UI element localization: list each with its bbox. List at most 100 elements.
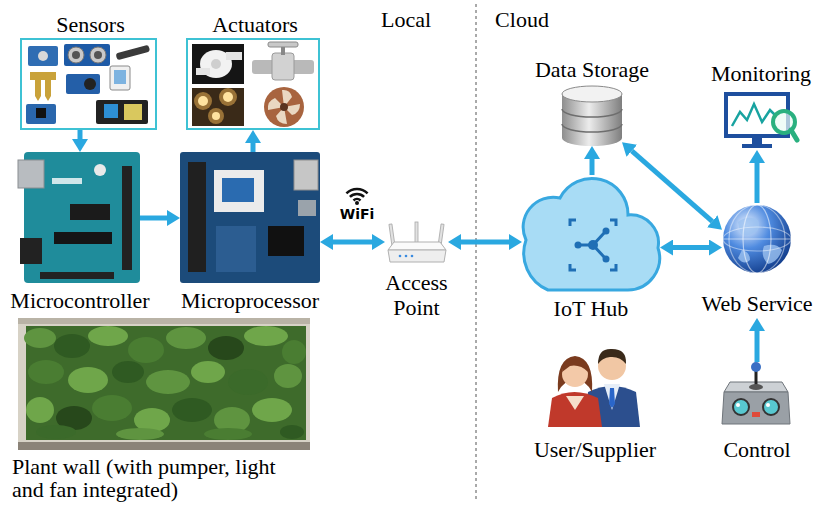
user-supplier-icon [566,396,584,410]
iot-hub-cloud [575,242,582,249]
control-panel-icon [736,403,740,407]
node-label: Data Storage [535,57,649,82]
microcontroller-board-picture [94,164,106,176]
node-label: Actuators [212,12,298,37]
monitoring-screen-icon [732,104,776,126]
plant-wall-photo [28,360,64,384]
actuator-pictures [208,108,224,124]
sensor-modules [84,78,96,90]
user-supplier: User/Supplier [545,345,645,427]
actuator-pictures [211,59,221,69]
plant-wall-photo [166,327,206,349]
microcontroller-board-picture [122,166,132,270]
sensor-modules [26,44,150,124]
flow-arrow [78,130,83,139]
node-label: Access Point [377,270,457,320]
control-panel-icon [766,403,770,407]
user-supplier-icon [562,359,588,372]
region-label: Cloud [495,7,549,32]
access-point: Access Point [385,220,448,264]
database-cylinder [562,109,622,132]
plant-wall-photo [18,318,310,450]
actuator-pictures [192,88,244,126]
sensor-box: Sensors [20,38,157,130]
region-label: Local [381,7,431,32]
actuator-pictures [280,103,288,111]
wifi-symbol [354,199,361,200]
sensor-modules [104,104,118,118]
sensor-modules [30,72,56,101]
microprocessor-board-picture [216,226,256,272]
sensor-modules [36,108,46,118]
node-label: Microcontroller [10,288,149,313]
flow-arrow [461,240,509,245]
sensor-modules [94,51,102,59]
router-picture [388,222,446,262]
plant-wall-photo [24,328,56,348]
wifi-symbol [346,189,367,205]
plant-wall-photo [191,361,225,383]
plant-wall-photo [112,361,144,383]
wifi-symbol [355,201,359,205]
user-supplier-icon [548,392,602,427]
flow-arrow [251,143,256,152]
actuator-pictures [219,88,237,106]
router-picture [388,242,446,250]
microprocessor-board-picture [214,170,264,212]
user-supplier-icon [609,388,615,408]
user-supplier-icon [558,356,592,392]
plant-wall-photo [18,318,310,324]
node-label: Microprocessor [181,288,319,313]
wifi-label: WiFi [340,206,375,223]
sensor-modules [114,70,126,84]
iot-hub-cloud [570,220,616,270]
plant-wall-photo [204,428,252,440]
plant-wall-photo [228,369,268,395]
plant-wall-photo [146,370,190,394]
plant-wall: Plant wall (with pumper, light and fan i… [18,318,310,450]
control-panel-icon [752,412,760,417]
control-panel-icon [733,399,749,415]
router-picture [415,222,418,244]
web-globe [723,238,791,239]
actuator-pictures [272,53,294,80]
sensor-modules [64,44,110,66]
actuator-box: Actuators [186,38,320,130]
iot-hub-cloud [523,178,659,290]
plant-wall-photo [282,340,306,364]
node-label: Monitoring [711,61,811,86]
node-label: User/Supplier [534,437,656,462]
web-globe [723,205,791,273]
wifi-symbol [350,194,364,197]
control-panel-icon [751,362,761,372]
microcontroller-board: Microcontroller [20,152,140,284]
microprocessor-board-picture [222,178,254,202]
database-cylinder [562,86,622,102]
sensor-modules [28,46,58,66]
node-label: Control [723,437,790,462]
plant-wall-photo [36,425,76,439]
plant-wall-photo [26,397,54,423]
wifi-symbol [346,189,367,193]
microcontroller-board-picture [20,238,42,264]
plant-wall-photo [128,337,164,363]
iot-hub-cloud: IoT Hub [522,175,660,292]
plant-wall-photo [274,364,302,388]
microcontroller-board-picture [52,178,82,184]
actuator-pictures [226,52,242,60]
actuator-pictures [268,42,298,47]
actuator-pictures [264,87,304,127]
sensor-modules [38,51,48,61]
user-supplier-icon [604,384,620,410]
flow-arrow [333,240,372,245]
flow-arrow [632,151,712,221]
flow-arrow [673,245,709,250]
plant-wall-photo [68,367,108,393]
plant-wall-photo [18,442,310,450]
plant-wall-photo [18,318,310,450]
monitoring-screen-icon [742,144,772,148]
microcontroller-board-picture [18,160,44,188]
plant-wall-photo [208,336,244,360]
